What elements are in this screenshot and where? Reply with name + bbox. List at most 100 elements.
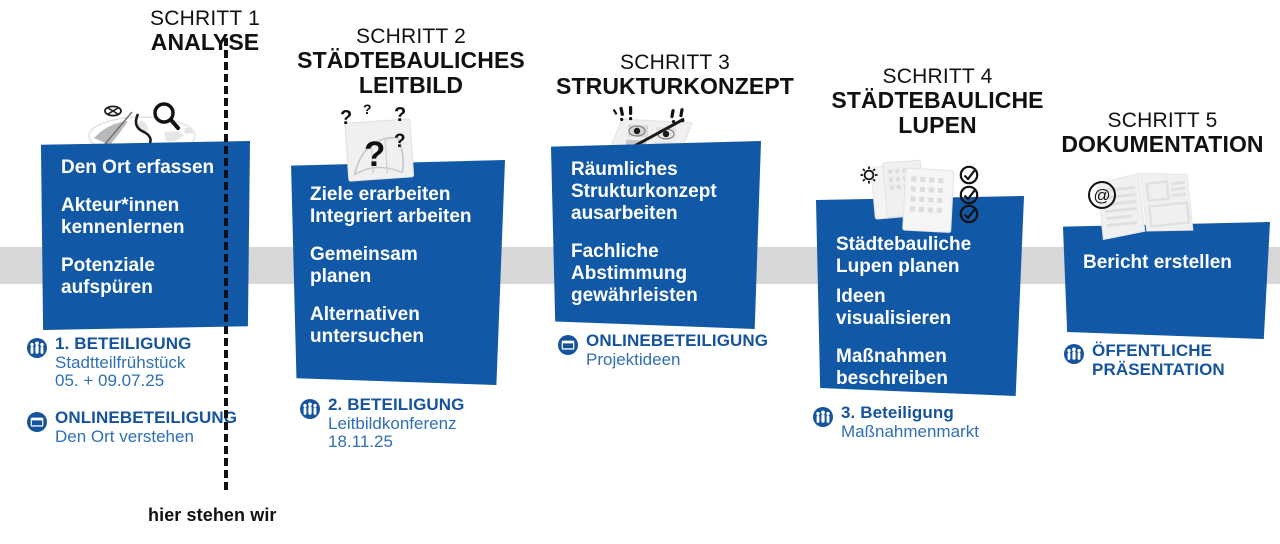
step-5-line-group: Bericht erstellen bbox=[1083, 252, 1256, 274]
participation-sub: Projektideen bbox=[586, 349, 681, 369]
step-3-line-group: Räumliches Strukturkonzept ausarbeiten bbox=[571, 159, 747, 225]
screen-circle-icon bbox=[557, 334, 579, 361]
step-1-card: Den Ort erfassen Akteur*innen kennenlern… bbox=[41, 141, 250, 330]
step-4-card-lines: Städtebauliche Lupen planen Ideen visual… bbox=[836, 234, 1010, 390]
step-3-heading: SCHRITT 3 STRUKTURKONZEPT bbox=[540, 51, 810, 100]
step-5-title: DOKUMENTATION bbox=[1061, 131, 1264, 158]
card-line: Den Ort erfassen bbox=[61, 157, 215, 178]
current-position-label: hier stehen wir bbox=[148, 505, 277, 525]
step-2-card-lines: Ziele erarbeiten Integriert arbeiten Gem… bbox=[310, 184, 491, 348]
participation-title: ONLINEBETEILIGUNG bbox=[586, 331, 769, 350]
current-position-dashed-line bbox=[224, 38, 228, 490]
step-3-card: Räumliches Strukturkonzept ausarbeiten F… bbox=[551, 141, 761, 329]
card-line: Gemeinsam bbox=[310, 244, 418, 266]
participation-title: 1. BETEILIGUNG bbox=[55, 334, 192, 353]
card-line: Strukturkonzept bbox=[571, 181, 717, 203]
svg-text:?: ? bbox=[363, 101, 372, 117]
svg-text:?: ? bbox=[340, 107, 352, 129]
svg-text:?: ? bbox=[394, 131, 406, 152]
svg-text:?: ? bbox=[364, 135, 385, 174]
question-marks-sketch-icon: ? ? ? ? ? bbox=[331, 95, 429, 190]
step-5-participation-1-text: ÖFFENTLICHE PRÄSENTATION bbox=[1092, 341, 1267, 379]
step-2-heading: SCHRITT 2 STÄDTEBAULICHES LEITBILD bbox=[282, 25, 540, 98]
participation-title: 2. BETEILIGUNG bbox=[328, 395, 465, 414]
step-1-kicker: SCHRITT 1 bbox=[150, 7, 260, 30]
participation-sub: Stadtteilfrühstück bbox=[55, 352, 186, 372]
card-line: Alternativen bbox=[310, 304, 420, 326]
step-2-title: STÄDTEBAULICHES LEITBILD bbox=[297, 47, 525, 98]
step-1-card-lines: Den Ort erfassen Akteur*innen kennenlern… bbox=[61, 157, 236, 299]
participation-title: 3. Beteiligung bbox=[841, 403, 954, 422]
card-line: kennenlernen bbox=[61, 217, 185, 239]
participation-title: ÖFFENTLICHE PRÄSENTATION bbox=[1092, 341, 1225, 380]
participation-sub: 18.11.25 bbox=[328, 432, 393, 452]
step-1-line-group: Akteur*innen kennenlernen bbox=[61, 195, 236, 239]
step-4-participation-1[interactable]: 3. Beteiligung Maßnahmenmarkt bbox=[812, 403, 979, 441]
step-1-title: ANALYSE bbox=[150, 29, 260, 56]
participation-sub: Maßnahmenmarkt bbox=[841, 421, 979, 441]
card-line: gewährleisten bbox=[571, 285, 698, 307]
gear-sheets-checkmarks-icon bbox=[856, 156, 986, 240]
card-line: Bericht erstellen bbox=[1083, 252, 1232, 273]
card-line: Integriert arbeiten bbox=[310, 206, 472, 228]
participation-title: ONLINEBETEILIGUNG bbox=[55, 408, 238, 427]
participation-sub: 05. + 09.07.25 bbox=[55, 371, 165, 391]
card-line: Räumliches bbox=[571, 159, 678, 180]
step-1-heading: SCHRITT 1 ANALYSE bbox=[60, 7, 350, 56]
card-line: beschreiben bbox=[836, 368, 948, 390]
step-2-participation-1[interactable]: 2. BETEILIGUNG Leitbildkonferenz 18.11.2… bbox=[299, 395, 465, 452]
people-circle-icon bbox=[1063, 343, 1085, 370]
step-1-participation-1[interactable]: 1. BETEILIGUNG Stadtteilfrühstück 05. + … bbox=[26, 334, 192, 391]
card-line: aufspüren bbox=[61, 277, 153, 299]
step-5-card: Bericht erstellen bbox=[1063, 222, 1270, 339]
step-4-line-group: Städtebauliche Lupen planen bbox=[836, 234, 1010, 278]
step-4-line-group: Maßnahmen beschreiben bbox=[836, 346, 1010, 390]
step-1-participation-2[interactable]: ONLINEBETEILIGUNG Den Ort verstehen bbox=[26, 408, 238, 446]
step-4-line-group: Ideen visualisieren bbox=[836, 286, 1010, 330]
card-line: Ziele erarbeiten bbox=[310, 184, 451, 205]
step-1-participation-1-text: 1. BETEILIGUNG Stadtteilfrühstück 05. + … bbox=[55, 334, 192, 391]
step-2-line-group: Gemeinsam planen bbox=[310, 244, 491, 288]
card-line: Lupen planen bbox=[836, 256, 960, 278]
step-2-card: Ziele erarbeiten Integriert arbeiten Gem… bbox=[291, 160, 505, 385]
card-line: visualisieren bbox=[836, 308, 952, 330]
step-2-participation-1-text: 2. BETEILIGUNG Leitbildkonferenz 18.11.2… bbox=[328, 395, 465, 452]
svg-text:?: ? bbox=[394, 104, 406, 126]
step-5-card-lines: Bericht erstellen bbox=[1083, 252, 1256, 274]
step-1-participation-2-text: ONLINEBETEILIGUNG Den Ort verstehen bbox=[55, 408, 238, 446]
step-2-line-group: Ziele erarbeiten Integriert arbeiten bbox=[310, 184, 491, 228]
step-3-participation-1-text: ONLINEBETEILIGUNG Projektideen bbox=[586, 331, 769, 369]
step-1-line-group: Potenziale aufspüren bbox=[61, 255, 236, 299]
people-circle-icon bbox=[26, 337, 48, 364]
card-line: Akteur*innen bbox=[61, 195, 180, 217]
svg-text:@: @ bbox=[1093, 186, 1110, 205]
card-line: Potenziale bbox=[61, 255, 155, 277]
step-1-line-group: Den Ort erfassen bbox=[61, 157, 236, 179]
step-5-kicker: SCHRITT 5 bbox=[1107, 109, 1218, 132]
step-5-participation-1[interactable]: ÖFFENTLICHE PRÄSENTATION bbox=[1063, 341, 1267, 379]
step-5-heading: SCHRITT 5 DOKUMENTATION bbox=[1055, 109, 1270, 158]
step-4-kicker: SCHRITT 4 bbox=[882, 65, 993, 88]
card-line: Abstimmung bbox=[571, 263, 688, 285]
step-2-kicker: SCHRITT 2 bbox=[356, 25, 466, 48]
step-4-participation-1-text: 3. Beteiligung Maßnahmenmarkt bbox=[841, 403, 979, 441]
card-line: Maßnahmen bbox=[836, 346, 947, 368]
step-2-line-group: Alternativen untersuchen bbox=[310, 304, 491, 348]
step-3-kicker: SCHRITT 3 bbox=[620, 51, 730, 74]
card-line: untersuchen bbox=[310, 326, 425, 348]
people-circle-icon bbox=[299, 398, 321, 425]
step-4-title: STÄDTEBAULICHE LUPEN bbox=[831, 87, 1044, 138]
step-3-line-group: Fachliche Abstimmung gewährleisten bbox=[571, 241, 747, 307]
open-book-at-icon: @ bbox=[1080, 165, 1210, 243]
card-line: planen bbox=[310, 266, 372, 288]
step-3-participation-1[interactable]: ONLINEBETEILIGUNG Projektideen bbox=[557, 331, 769, 369]
step-3-card-lines: Räumliches Strukturkonzept ausarbeiten F… bbox=[571, 159, 747, 307]
step-3-title: STRUKTURKONZEPT bbox=[556, 73, 794, 100]
card-line: Fachliche bbox=[571, 241, 659, 263]
people-circle-icon bbox=[812, 406, 834, 433]
participation-sub: Den Ort verstehen bbox=[55, 426, 194, 446]
card-line: Ideen bbox=[836, 286, 886, 308]
step-4-heading: SCHRITT 4 STÄDTEBAULICHE LUPEN bbox=[810, 65, 1065, 138]
card-line: Städtebauliche bbox=[836, 234, 972, 255]
